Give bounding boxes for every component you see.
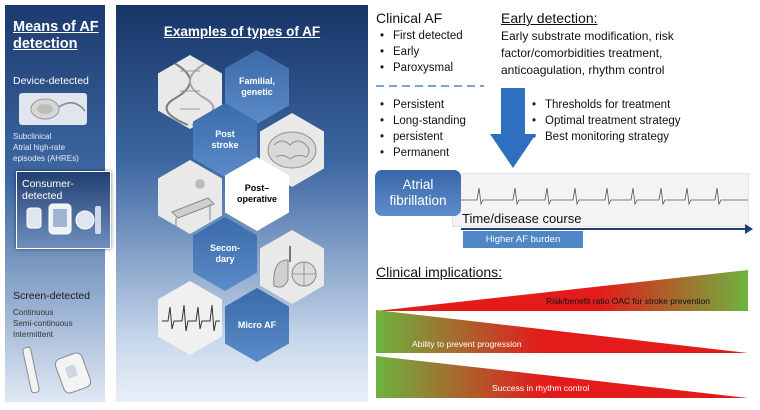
ecg-trace-icon (453, 187, 748, 206)
subclinical-text: Subclinical Atrial high-rate episodes (A… (13, 132, 79, 163)
time-axis-arrow (461, 224, 753, 234)
ecg-strip-image (158, 281, 222, 355)
patient-bed-image (158, 160, 222, 234)
early-detection-text: Early substrate modification, risk facto… (501, 29, 674, 77)
dashed-divider (376, 85, 484, 87)
clinical-implications-title: Clinical implications: (376, 264, 503, 280)
prevent-progression-wedge (376, 310, 748, 353)
clinical-af-list-late: Persistent Long-standing persistent Perm… (376, 97, 466, 161)
hex-secondary: Secon-dary (193, 217, 257, 291)
consumer-detected-label: Consumer-detected (22, 178, 74, 202)
implant-device-icon (30, 98, 86, 120)
hex-micro-af: Micro AF (225, 288, 289, 362)
ecg-trace (452, 173, 749, 227)
early-detection-title: Early detection: (501, 10, 598, 26)
examples-panel: Examples of types of AF Familial,genetic… (116, 5, 368, 402)
prevent-progression-label: Ability to prevent progression (412, 339, 522, 349)
down-arrow-icon (490, 88, 536, 168)
device-detected-label: Device-detected (13, 75, 89, 87)
screen-detected-list: Continuous Semi-continuous Intermittent (13, 308, 73, 339)
screen-detected-label: Screen-detected (13, 290, 91, 302)
lungs-icon (273, 246, 317, 288)
screening-devices-image (17, 345, 97, 397)
risk-benefit-wedge (376, 270, 748, 311)
clinical-af-title: Clinical AF (376, 10, 443, 26)
wearables-icon (26, 203, 101, 235)
clinical-af-list-early: First detected Early Paroxysmal (376, 28, 463, 76)
implant-device-image (19, 93, 87, 125)
risk-benefit-label: Risk/benefit ratio OAC for stroke preven… (546, 296, 710, 306)
consumer-detected-box: Consumer-detected (16, 171, 111, 249)
early-detection-bullets: Thresholds for treatment Optimal treatme… (528, 97, 681, 145)
higher-af-burden-box: Higher AF burden (463, 231, 583, 248)
implication-wedges (376, 270, 748, 398)
patient-bed-icon (171, 179, 215, 226)
rhythm-control-wedge (376, 356, 748, 398)
rhythm-control-label: Success in rhythm control (492, 383, 590, 393)
handheld-ecg-icon (22, 346, 92, 394)
time-axis-label: Time/disease course (462, 211, 582, 226)
lungs-image (260, 230, 324, 304)
examples-title: Examples of types of AF (163, 24, 321, 39)
ecg-icon (158, 281, 222, 355)
means-title: Means of AF detection (13, 19, 99, 52)
brain-icon (267, 131, 317, 169)
